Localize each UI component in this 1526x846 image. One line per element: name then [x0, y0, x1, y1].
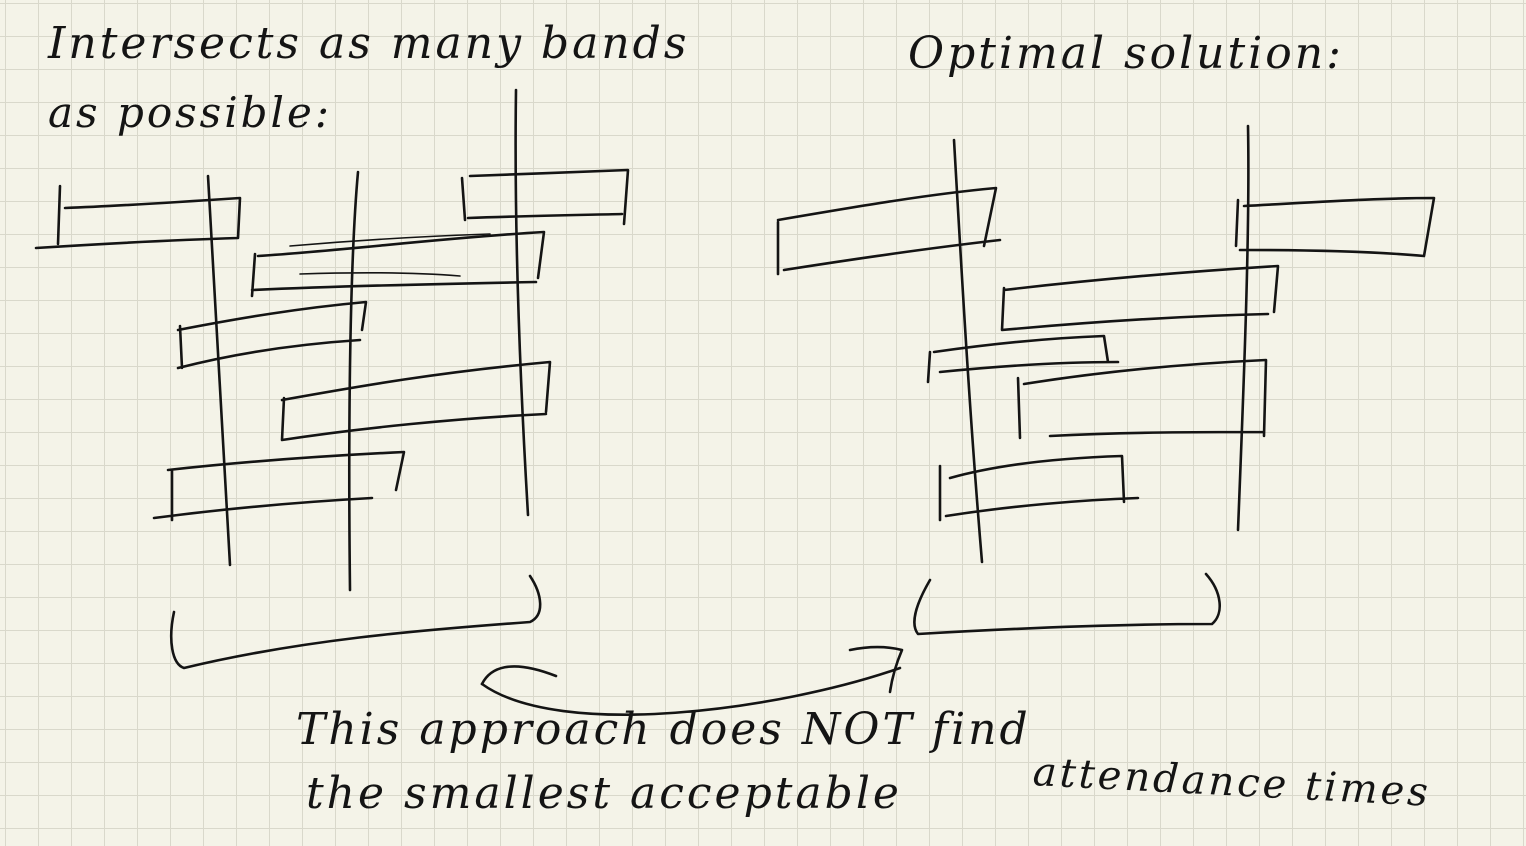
right-time-line-1: [952, 138, 984, 564]
left-band-4: [176, 300, 368, 370]
left-time-line-1: [206, 174, 232, 567]
left-time-line-2: [347, 170, 360, 592]
right-band-3: [1000, 264, 1280, 332]
arrow-head: [848, 645, 904, 694]
arrow-back-hook: [480, 665, 558, 686]
comparison-arrow: [480, 645, 904, 716]
right-band-5: [1016, 358, 1268, 440]
left-sketch: [34, 88, 630, 670]
left-band-5: [280, 360, 552, 442]
left-band-3-overlap: [289, 233, 491, 277]
right-band-6: [938, 454, 1140, 522]
left-band-2: [460, 168, 630, 226]
right-band-2: [1234, 196, 1436, 258]
caption-line-2: the smallest acceptable: [306, 768, 902, 819]
caption-line-1: This approach does NOT find: [296, 704, 1031, 755]
arrow-curve: [480, 666, 902, 716]
left-band-3: [250, 230, 546, 298]
left-bracket: [169, 574, 542, 670]
left-title-line-2: as possible:: [48, 88, 332, 137]
left-band-6: [152, 450, 406, 522]
right-title: Optimal solution:: [908, 28, 1344, 79]
right-band-4: [926, 334, 1120, 384]
right-time-line-2: [1236, 124, 1250, 532]
right-band-1: [776, 186, 1002, 276]
right-bracket: [913, 572, 1221, 636]
left-time-line-3: [514, 88, 530, 517]
left-band-1: [34, 184, 242, 250]
right-sketch: [776, 124, 1436, 636]
left-title-line-1: Intersects as many bands: [48, 18, 690, 69]
